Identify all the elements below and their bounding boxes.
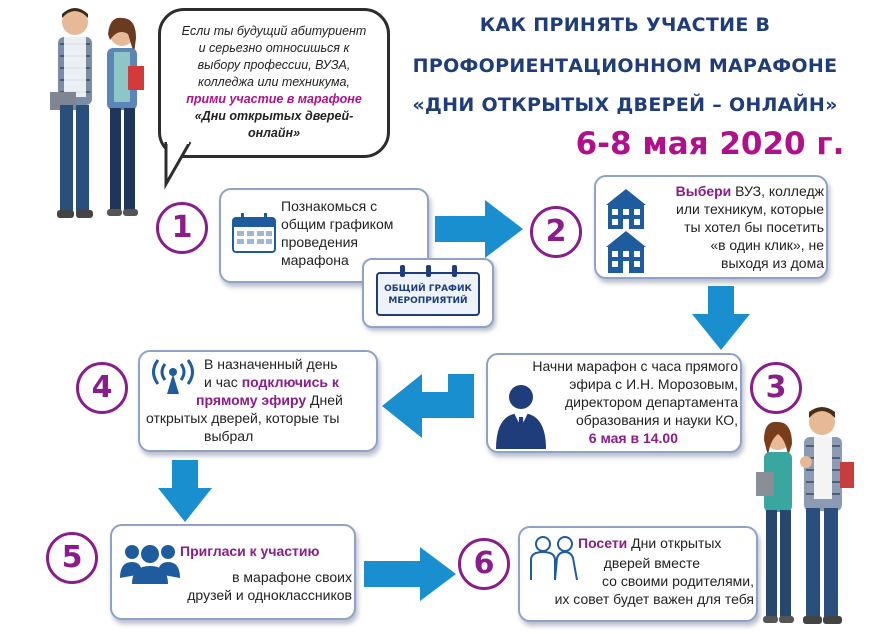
arrow-step-3-to-4 <box>382 374 474 438</box>
step-4-line-2a: и час <box>204 374 242 390</box>
title-line-2: ПРОФОРИЕНТАЦИОННОМ МАРАФОНЕ <box>412 55 838 77</box>
step-3-line-2: эфира с И.Н. Морозовым, <box>569 376 738 392</box>
step-4-line-4: открытых дверей, которые ты <box>146 410 340 426</box>
step-5-line-2: друзей и одноклассников <box>187 587 352 603</box>
step-4-line-5: выбрал <box>204 428 254 444</box>
step-1-line-3: проведения <box>281 234 358 250</box>
step-6-line-3: со своими родителями, <box>602 573 754 589</box>
step-6-number: 6 <box>458 538 510 590</box>
schedule-card-line-1: ОБЩИЙ ГРАФИК <box>384 284 472 294</box>
bubble-line-7: онлайн» <box>247 126 301 140</box>
step-2-line-5: выходя из дома <box>721 255 824 271</box>
step-2-number: 2 <box>530 206 582 258</box>
step-3-accent: 6 мая в 14.00 <box>588 430 678 446</box>
buildings-icon <box>606 189 646 273</box>
step-4-accent-1: подключись к <box>241 374 339 390</box>
bubble-line-4: колледжа или техникума, <box>198 75 350 89</box>
step-6-line-1: Дни открытых <box>627 535 722 551</box>
bubble-line-6: «Дни открытых дверей- <box>194 109 354 123</box>
step-3-line-3: директором департамента <box>565 394 738 410</box>
step-1-line-4: марафона <box>281 252 349 268</box>
bubble-highlight: прими участие в марафоне <box>186 92 362 106</box>
schedule-card-line-2: МЕРОПРИЯТИЙ <box>388 296 468 306</box>
step-5-line-1: в марафоне своих <box>232 569 352 585</box>
step-3-number: 3 <box>750 362 802 414</box>
step-2-text: Выбери ВУЗ, колледж или техникум, которы… <box>652 182 824 272</box>
calendar-icon <box>232 213 276 253</box>
step-4-card: В назначенный день и час подключись к пр… <box>138 350 378 452</box>
title-line-1: КАК ПРИНЯТЬ УЧАСТИЕ В <box>479 14 771 36</box>
schedule-card: ОБЩИЙ ГРАФИК МЕРОПРИЯТИЙ <box>362 258 494 328</box>
schedule-card-label: ОБЩИЙ ГРАФИК МЕРОПРИЯТИЙ <box>376 272 480 316</box>
step-2-card: Выбери ВУЗ, колледж или техникум, которы… <box>594 175 828 279</box>
step-1-line-2: общим графиком <box>281 216 394 232</box>
step-2-line-3: ты хотел бы посетить <box>684 219 824 235</box>
step-2-line-1: ВУЗ, колледж <box>731 183 824 199</box>
parents-icon <box>530 536 578 581</box>
step-3-text: Начни марафон с часа прямого эфира с И.Н… <box>494 357 738 447</box>
step-1-line-1: Познакомься с <box>281 198 378 214</box>
step-4-text: В назначенный день и час подключись к пр… <box>146 355 374 445</box>
broadcast-icon <box>152 359 194 394</box>
step-5-text: Пригласи к участию <box>180 542 319 560</box>
bubble-line-2: и серьезно относишься к <box>198 41 350 55</box>
step-5-body: в марафоне своих друзей и одноклассников <box>130 568 352 604</box>
event-date: 6-8 мая 2020 г. <box>575 126 845 162</box>
step-3-line-1: Начни марафон с часа прямого <box>532 358 738 374</box>
arrow-step-2-to-3 <box>692 286 750 350</box>
students-illustration-right <box>756 407 854 624</box>
arrow-step-1-to-2 <box>435 200 523 258</box>
bubble-line-1: Если ты будущий абитуриент <box>181 24 367 38</box>
students-illustration-left <box>50 8 144 218</box>
step-3-line-4: образования и науки КО, <box>575 412 738 428</box>
step-2-line-4: «в один клик», не <box>710 237 824 253</box>
step-2-line-2: или техникум, которые <box>676 201 824 217</box>
step-3-card: Начни марафон с часа прямого эфира с И.Н… <box>486 353 742 453</box>
step-6-line-4: их совет будет важен для тебя <box>554 591 754 607</box>
step-6-line-2: дверей вместе <box>603 555 700 571</box>
bubble-line-3: выбору профессии, ВУЗА, <box>197 58 351 72</box>
speaker-icon <box>496 385 546 449</box>
speech-bubble: Если ты будущий абитуриент и серьезно от… <box>158 8 390 158</box>
step-6-text: Посети Дни открытых <box>578 534 752 552</box>
group-icon <box>120 545 180 584</box>
step-5-accent: Пригласи к участию <box>180 543 320 559</box>
arrow-step-5-to-6 <box>364 547 456 601</box>
step-4-line-1: В назначенный день <box>204 356 338 372</box>
step-1-number: 1 <box>156 202 208 254</box>
title-line-3: «ДНИ ОТКРЫТЫХ ДВЕРЕЙ – ОНЛАЙН» <box>412 94 838 116</box>
speech-bubble-tail <box>164 140 192 190</box>
step-1-text: Познакомься с общим графиком проведения … <box>281 197 427 269</box>
binder-rings-icon <box>400 265 457 277</box>
step-5-number: 5 <box>46 532 98 584</box>
step-4-line-3b: Дней <box>306 392 343 408</box>
step-6-body: дверей вместе со своими родителями, их с… <box>524 554 754 608</box>
step-4-accent-2: прямому эфиру <box>196 392 307 408</box>
step-5-card: Пригласи к участию в марафоне своих друз… <box>110 524 356 620</box>
step-6-accent: Посети <box>578 535 628 551</box>
step-6-card: Посети Дни открытых дверей вместе со сво… <box>518 526 758 622</box>
step-4-number: 4 <box>76 362 128 414</box>
step-2-accent: Выбери <box>675 183 732 199</box>
arrow-step-4-to-5 <box>158 460 212 522</box>
